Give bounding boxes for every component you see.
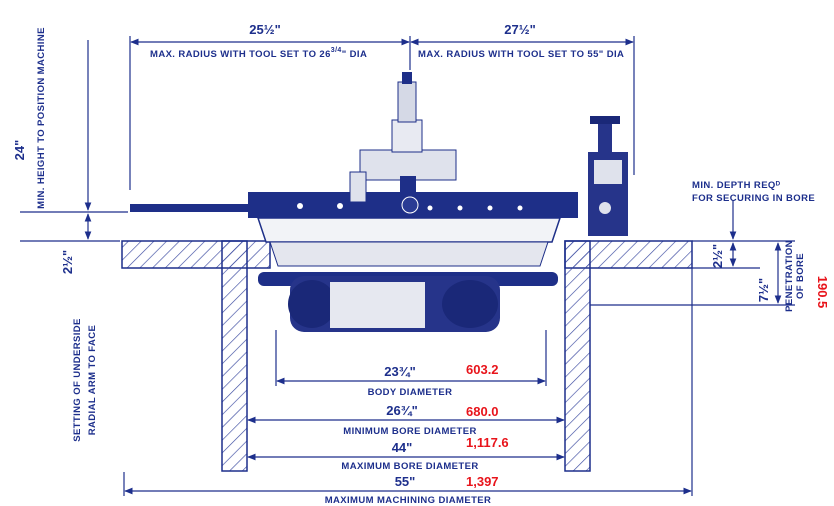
min-depth-label-line-1: MIN. DEPTH REQᴰ: [692, 180, 781, 191]
right-radius-value: 27½": [504, 22, 535, 37]
setting-label-line-1: SETTING OF UNDERSIDE: [72, 318, 83, 442]
max-machining-diameter-metric: 1,397: [466, 474, 499, 489]
boring-machine: [130, 72, 628, 332]
max-bore-diameter-label: MAXIMUM BORE DIAMETER: [341, 461, 478, 472]
body-diameter-label: BODY DIAMETER: [368, 387, 453, 398]
penetration-metric: 190.5: [815, 276, 830, 309]
right-radius-label: MAX. RADIUS WITH TOOL SET TO 55" DIA: [418, 49, 624, 60]
body-diameter-metric: 603.2: [466, 362, 499, 377]
left-dimension-lines: [20, 40, 128, 242]
left-radius-label: MAX. RADIUS WITH TOOL SET TO 263/4" DIA: [150, 47, 367, 60]
min-bore-diameter-metric: 680.0: [466, 404, 499, 419]
workpiece: [121, 240, 693, 472]
penetration-label-line-2: OF BORE: [795, 253, 806, 299]
max-bore-diameter-value: 44": [392, 440, 413, 455]
body-diameter-value: 23¾": [384, 364, 415, 379]
top-dimension-lines: [129, 36, 635, 190]
min-depth-value: 2½": [710, 244, 725, 268]
min-bore-diameter-label: MINIMUM BORE DIAMETER: [343, 426, 476, 437]
penetration-label-line-1: PENETRATION: [784, 240, 795, 312]
max-machining-diameter-label: MAXIMUM MACHINING DIAMETER: [325, 495, 492, 506]
min-height-value: 24": [12, 140, 27, 161]
bottom-dimension-lines: [123, 268, 693, 496]
penetration-value: 7½": [756, 278, 771, 302]
max-machining-diameter-value: 55": [395, 474, 416, 489]
min-bore-diameter-value: 26¾": [386, 403, 417, 418]
min-height-label: MIN. HEIGHT TO POSITION MACHINE: [36, 27, 47, 209]
setting-value: 2½": [60, 250, 75, 274]
min-depth-label-line-2: FOR SECURING IN BORE: [692, 193, 815, 204]
setting-label-line-2: RADIAL ARM TO FACE: [87, 325, 98, 435]
left-radius-value: 25½": [249, 22, 280, 37]
max-bore-diameter-metric: 1,117.6: [466, 435, 509, 450]
